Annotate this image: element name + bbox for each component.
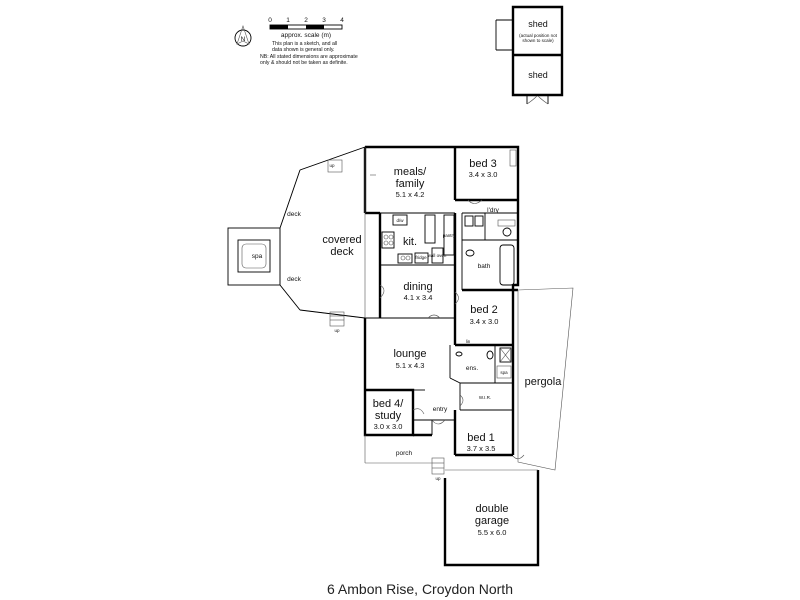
scale-tick-4: 4 bbox=[340, 17, 344, 24]
bed2-dims: 3.4 x 3.0 bbox=[470, 317, 499, 326]
bed3-label: bed 3 bbox=[469, 158, 497, 170]
bed1-label: bed 1 bbox=[467, 432, 495, 444]
legend-note-3: NB: All stated dimensions are approximat… bbox=[260, 54, 358, 60]
bed1-dims: 3.7 x 3.5 bbox=[467, 444, 496, 453]
shed-note-1: (actual position not bbox=[519, 33, 558, 38]
meals-family-label-1: meals/ bbox=[394, 166, 427, 178]
spa-label: spa bbox=[252, 253, 263, 260]
wir-label: W.I.R. bbox=[479, 395, 491, 400]
up-marker-porch: up bbox=[435, 476, 441, 481]
scale-tick-0: 0 bbox=[268, 17, 272, 24]
up-marker-deck-top: up bbox=[329, 163, 335, 168]
bed4-study-label-2: study bbox=[375, 410, 402, 422]
room-labels: meals/ family 5.1 x 4.2 bed 3 3.4 x 3.0 … bbox=[252, 158, 562, 537]
bed3-dims: 3.4 x 3.0 bbox=[469, 170, 498, 179]
bed2-label: bed 2 bbox=[470, 304, 498, 316]
up-marker-deck-bottom: up bbox=[334, 328, 340, 333]
shed-bottom-label: shed bbox=[528, 70, 548, 80]
legend-note-2: data shown is general only. bbox=[272, 47, 334, 53]
meals-family-label-2: family bbox=[396, 178, 425, 190]
meals-family-dims: 5.1 x 4.2 bbox=[396, 190, 425, 199]
outdoor-areas bbox=[227, 146, 574, 567]
covered-deck-label-2: deck bbox=[330, 246, 354, 258]
scale-tick-2: 2 bbox=[304, 17, 308, 24]
deck-bottom-label: deck bbox=[287, 276, 301, 283]
legend: N 0 1 2 3 4 approx. scale (m) This plan … bbox=[234, 17, 358, 66]
deck-steps bbox=[327, 159, 345, 327]
doors bbox=[370, 174, 525, 460]
pergola-label: pergola bbox=[525, 376, 563, 388]
scale-label: approx. scale (m) bbox=[281, 32, 331, 39]
linen-label: lin bbox=[466, 339, 471, 344]
property-address: 6 Ambon Rise, Croydon North bbox=[327, 581, 513, 597]
scale-tick-3: 3 bbox=[322, 17, 326, 24]
bed4-study-label-1: bed 4/ bbox=[373, 398, 405, 410]
dining-dims: 4.1 x 3.4 bbox=[404, 293, 433, 302]
fridge-label: fridge bbox=[415, 255, 427, 260]
dishwasher-label: d/w bbox=[396, 218, 404, 223]
double-garage-dims: 5.5 x 6.0 bbox=[478, 528, 507, 537]
double-garage-label-2: garage bbox=[475, 515, 509, 527]
bed4-study-dims: 3.0 x 3.0 bbox=[374, 422, 403, 431]
porch-steps bbox=[431, 457, 445, 475]
scale-bar: 0 1 2 3 4 approx. scale (m) bbox=[268, 17, 344, 39]
shed: shed (actual position not shown to scale… bbox=[495, 5, 564, 105]
shed-top-label: shed bbox=[528, 19, 548, 29]
ensuite-label: ens. bbox=[466, 365, 478, 372]
lounge-label: lounge bbox=[393, 348, 426, 360]
scale-tick-1: 1 bbox=[286, 17, 290, 24]
fixture-labels: up up up W.I.R. spa d/w fridge wall oven… bbox=[329, 163, 508, 481]
wall-oven-label: wall oven bbox=[428, 253, 447, 258]
house-walls bbox=[363, 145, 520, 457]
compass-label: N bbox=[241, 36, 246, 43]
bath-label: bath bbox=[478, 263, 491, 270]
pantry-label: pantry bbox=[443, 233, 456, 238]
double-garage-label-1: double bbox=[475, 503, 508, 515]
covered-deck-label-1: covered bbox=[322, 234, 361, 246]
kitchen-label: kit. bbox=[403, 236, 417, 248]
compass-icon: N bbox=[234, 25, 252, 47]
laundry-label: l'dry bbox=[487, 207, 499, 214]
legend-note-4: only & should not be taken as definite. bbox=[260, 60, 348, 66]
legend-note-1: This plan is a sketch, and all bbox=[272, 41, 337, 47]
ensuite-spa-label: spa bbox=[500, 370, 508, 375]
fixtures bbox=[381, 149, 517, 379]
porch-label: porch bbox=[396, 450, 413, 457]
deck-top-label: deck bbox=[287, 211, 301, 218]
lounge-dims: 5.1 x 4.3 bbox=[396, 361, 425, 370]
shed-note-2: shown to scale) bbox=[522, 38, 554, 43]
entry-label: entry bbox=[433, 406, 448, 413]
dining-label: dining bbox=[403, 281, 432, 293]
